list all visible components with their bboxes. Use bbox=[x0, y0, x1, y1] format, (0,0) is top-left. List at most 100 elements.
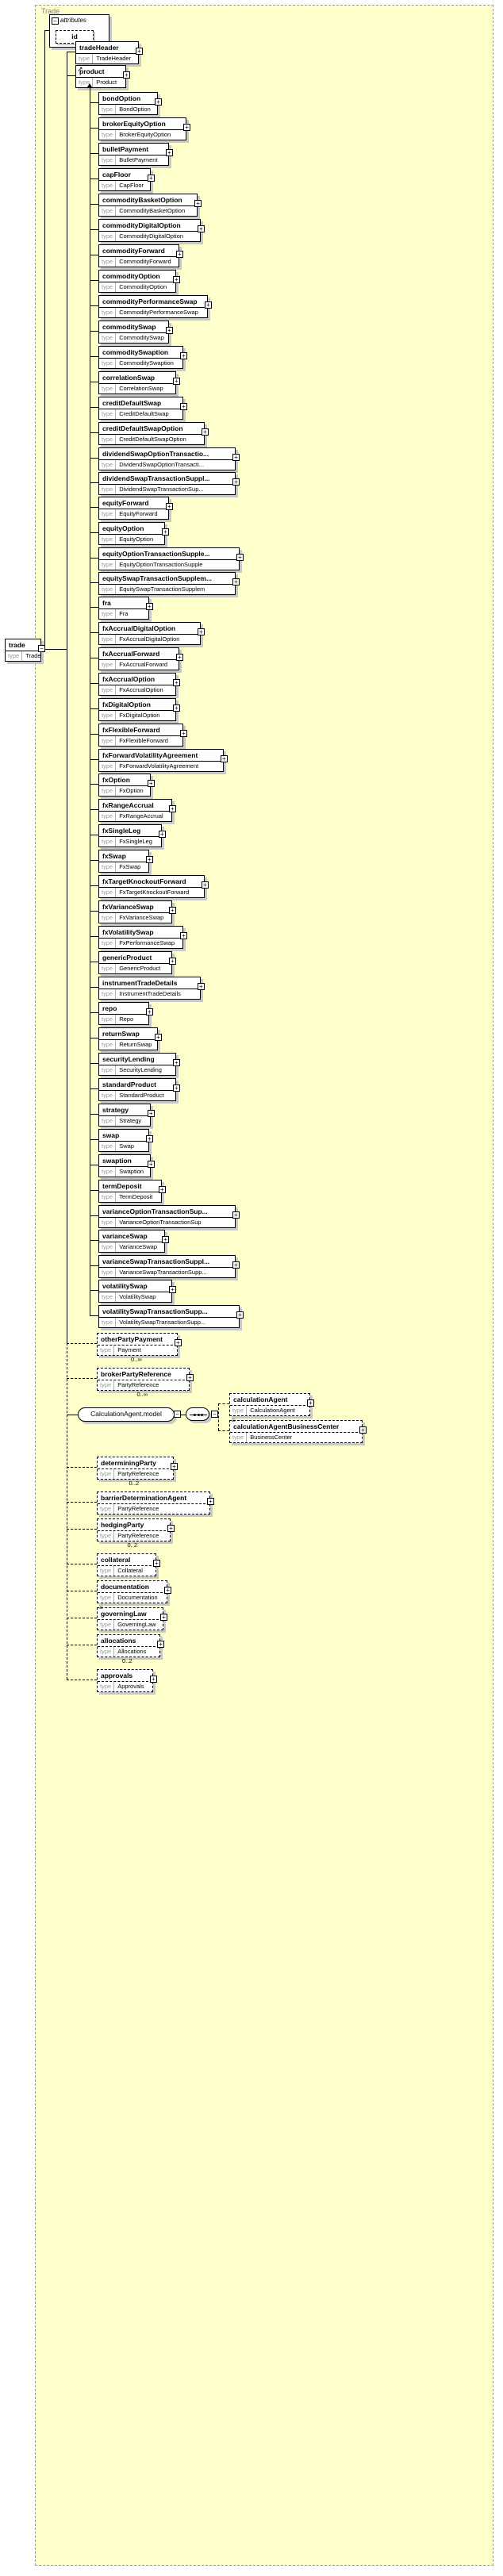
expand-button[interactable]: + bbox=[171, 1463, 178, 1470]
expand-button[interactable]: + bbox=[232, 478, 240, 486]
expand-button[interactable]: + bbox=[159, 1186, 166, 1193]
expand-button[interactable]: + bbox=[307, 1399, 314, 1407]
expand-button[interactable]: + bbox=[148, 175, 155, 182]
expand-button[interactable]: + bbox=[180, 932, 187, 939]
expand-button[interactable]: + bbox=[146, 603, 153, 610]
expand-button[interactable]: + bbox=[202, 428, 209, 436]
expand-button[interactable]: + bbox=[232, 454, 240, 461]
expand-button[interactable]: + bbox=[232, 1261, 240, 1269]
expand-button[interactable]: + bbox=[166, 149, 173, 156]
expand-button[interactable]: + bbox=[198, 983, 205, 990]
expand-button[interactable]: + bbox=[148, 780, 155, 787]
expand-button[interactable]: + bbox=[175, 1339, 182, 1346]
expand-button[interactable]: + bbox=[157, 1641, 164, 1648]
expand-button[interactable]: + bbox=[180, 730, 187, 737]
expand-button[interactable]: + bbox=[146, 1135, 153, 1142]
expand-button[interactable]: + bbox=[176, 251, 183, 258]
expand-button[interactable]: + bbox=[146, 1008, 153, 1015]
expand-button[interactable]: + bbox=[198, 628, 205, 635]
expand-button[interactable]: + bbox=[150, 1676, 157, 1683]
expand-button[interactable]: + bbox=[166, 327, 173, 334]
expand-button[interactable]: + bbox=[169, 958, 176, 965]
root-collapse-button[interactable]: − bbox=[38, 645, 45, 652]
expand-button[interactable]: + bbox=[202, 881, 209, 889]
expand-button[interactable]: + bbox=[173, 378, 180, 385]
expand-button[interactable]: + bbox=[359, 1426, 367, 1434]
expand-button[interactable]: + bbox=[164, 1587, 171, 1594]
expand-button[interactable]: + bbox=[236, 554, 244, 561]
expand-button[interactable]: + bbox=[173, 1059, 180, 1066]
expand-button[interactable]: + bbox=[176, 654, 183, 661]
attributes-collapse-button[interactable]: − bbox=[52, 17, 59, 25]
expand-button[interactable]: + bbox=[148, 1161, 155, 1168]
expand-button[interactable]: + bbox=[155, 1034, 162, 1041]
expand-button[interactable]: + bbox=[169, 1286, 176, 1293]
expand-button[interactable]: + bbox=[173, 276, 180, 283]
expand-button[interactable]: + bbox=[159, 831, 166, 838]
model-group-calculationagent[interactable]: CalculationAgent.model bbox=[78, 1407, 175, 1422]
expand-button[interactable]: + bbox=[198, 225, 205, 232]
expand-button[interactable]: + bbox=[194, 200, 202, 207]
expand-button[interactable]: + bbox=[173, 1085, 180, 1092]
model-group-collapse-button[interactable]: − bbox=[174, 1411, 181, 1418]
expand-button[interactable]: + bbox=[183, 124, 190, 131]
attribute-id[interactable]: id bbox=[56, 30, 94, 44]
sequence-collapse-button[interactable]: − bbox=[211, 1411, 218, 1418]
expand-button[interactable]: + bbox=[221, 755, 228, 762]
expand-button[interactable]: + bbox=[180, 403, 187, 410]
expand-button[interactable]: + bbox=[166, 503, 173, 510]
expand-button[interactable]: + bbox=[136, 48, 143, 55]
expand-button[interactable]: + bbox=[167, 1525, 175, 1532]
expand-button[interactable]: + bbox=[162, 528, 169, 536]
expand-button[interactable]: + bbox=[205, 301, 212, 309]
expand-button[interactable]: + bbox=[162, 1236, 169, 1243]
